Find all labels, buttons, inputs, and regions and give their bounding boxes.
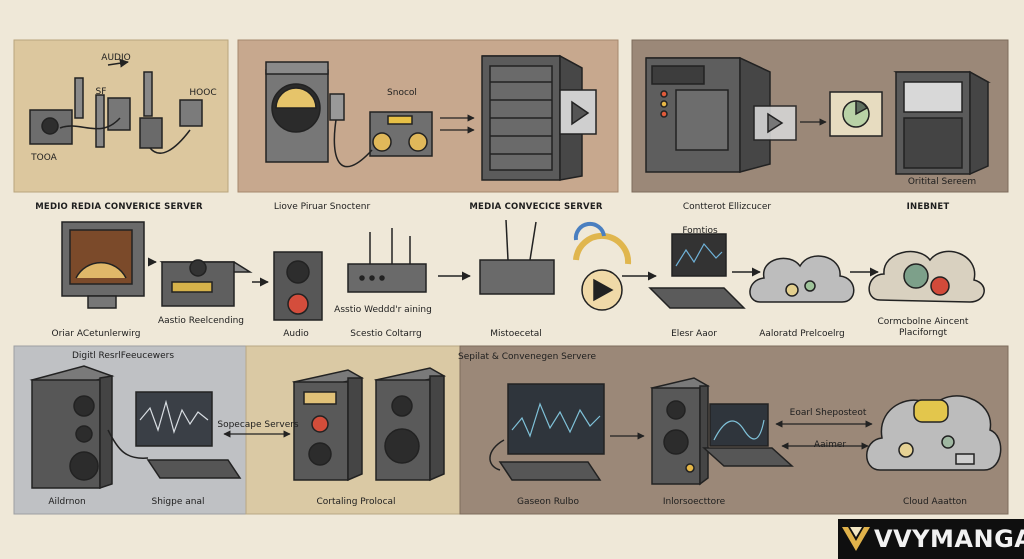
caption-inebnet: INEBNET — [906, 202, 950, 212]
label-aildrnon: Aildrnon — [48, 497, 86, 507]
brand-name: VVYMANGA — [874, 525, 1024, 553]
amplifier-icon — [333, 111, 433, 168]
label-oriar: Oriar ACetunlerwirg — [51, 329, 141, 339]
audio-devices-icon — [29, 58, 203, 154]
brand-watermark: VVYMANGA — [838, 519, 1024, 559]
radio-icon — [265, 61, 345, 163]
label-fomtios: Fomtios — [682, 226, 718, 236]
label-sopecape: Sopecape Servers — [217, 420, 299, 430]
label-shigpe: Shigpe anal — [151, 497, 205, 507]
label-cloud-aaatton: Cloud Aaatton — [902, 497, 968, 507]
waveform-monitor-icon — [107, 391, 242, 479]
laptop-icon — [648, 233, 746, 309]
tower-speaker-icon — [29, 365, 115, 490]
label-aastio: Aastio Reelcending — [157, 316, 245, 326]
label-router-top: Asstio Weddd'r aining — [334, 305, 432, 315]
bottom-panel-1 — [13, 345, 247, 515]
middle-row — [61, 219, 985, 321]
router-icon — [347, 228, 427, 293]
caption-media-convecice: MEDIA CONVECICE SERVER — [469, 202, 603, 212]
caption-medio-redia: MEDIO REDIA CONVERICE SERVER — [35, 202, 203, 212]
server-rack-icon — [481, 54, 597, 181]
modem-icon — [479, 219, 555, 295]
caption-liove-piruar: Liove Piruar Snoctenr — [273, 202, 371, 212]
laptop-bottom-icon — [702, 403, 794, 467]
top-panel-2 — [237, 39, 619, 193]
label-mistoecetal: Mistoecetal — [490, 329, 542, 339]
cloud-icon — [749, 255, 855, 303]
label-cortaling: Cortaling Prolocal — [316, 497, 396, 507]
label-gaseon: Gaseon Rulbo — [516, 497, 580, 507]
speaker-right-icon — [373, 367, 447, 482]
bottom-panel-3 — [459, 345, 1009, 515]
label-eoarl: Eoarl Sheposteot — [789, 408, 867, 418]
label-oritital: Oritital Sereem — [907, 177, 977, 187]
recorder-icon — [159, 259, 253, 307]
label-cormcbolne: Cormcbolne Aincent Placiforngt — [877, 317, 969, 338]
label-scestio: Scestio Coltarrg — [350, 329, 422, 339]
label-tooa: TOOA — [31, 153, 57, 163]
analysis-monitor-icon — [489, 383, 605, 481]
sync-play-icon — [573, 221, 632, 311]
top-panel-1 — [13, 39, 229, 193]
top-panel-3 — [631, 39, 1009, 193]
screen-display-icon — [829, 91, 883, 137]
crt-monitor-icon — [61, 221, 145, 309]
title-digitl: Digitl ResrlFeeucewers — [71, 351, 175, 361]
label-hooc: HOOC — [189, 88, 217, 98]
speaker-left-icon — [291, 369, 365, 482]
label-aaloratd: Aaloratd Prelcoelrg — [759, 329, 845, 339]
title-sepilat: Sepilat & Convenegen Servere — [457, 352, 597, 362]
audio-speaker-icon — [273, 251, 323, 321]
caption-contterot: Contterot Ellizcucer — [682, 202, 772, 212]
cabinet-server-icon — [893, 70, 991, 176]
label-aaimer: Aaimer — [813, 440, 847, 450]
media-server-icon — [645, 56, 797, 173]
label-sf: SF — [95, 87, 107, 97]
cloud-automation-icon — [866, 395, 1002, 471]
tall-speaker-icon — [649, 377, 711, 486]
label-snocol: Snocol — [387, 88, 417, 98]
label-inlorsoecttore: Inlorsoecttore — [662, 497, 726, 507]
label-audio: AUDIO — [101, 53, 131, 63]
label-elesr: Elesr Aaor — [671, 329, 717, 339]
bottom-panel-2 — [223, 345, 461, 515]
platform-cloud-icon — [868, 250, 985, 303]
brand-logo-icon — [838, 519, 874, 559]
label-audio-mid: Audio — [283, 329, 309, 339]
